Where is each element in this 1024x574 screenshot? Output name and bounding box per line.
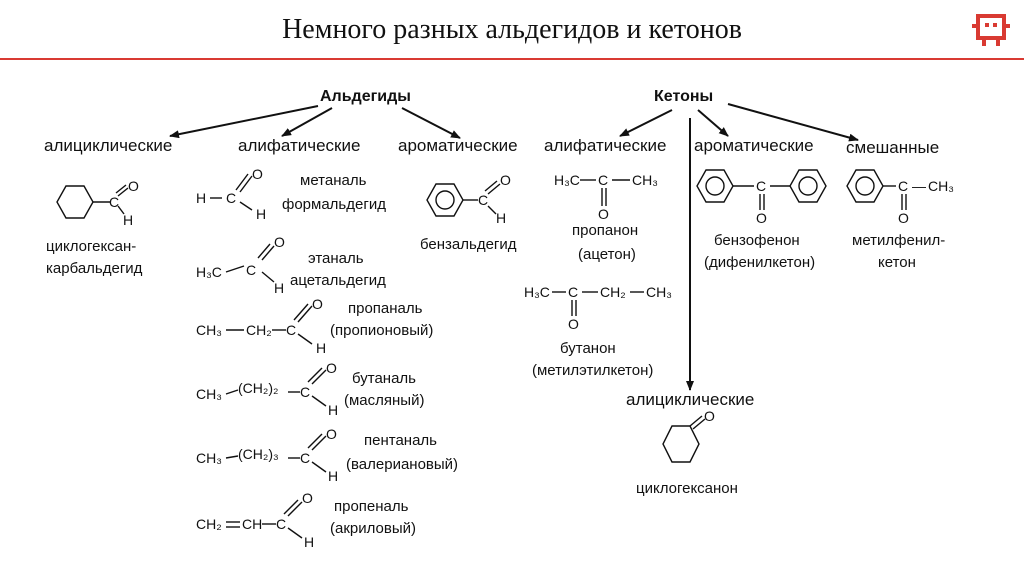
pixel-robot-icon: [972, 14, 1010, 46]
name-diphenylketone: (дифенилкетон): [704, 254, 816, 271]
atom-C: C: [898, 178, 909, 194]
name-ketone: кетон: [878, 254, 916, 271]
name-pentanal: пентаналь: [364, 432, 437, 449]
name-butanal: бутаналь: [352, 370, 416, 387]
atom-C: C: [286, 322, 297, 338]
name-propionic: (пропионовый): [330, 322, 434, 339]
atom-O: O: [598, 206, 609, 222]
atom-O: O: [756, 210, 767, 226]
cyclohexanone-ring: [662, 425, 700, 463]
atom-O: O: [252, 166, 263, 182]
atom-H: H: [304, 534, 315, 550]
name-propanal: пропаналь: [348, 300, 423, 317]
name-cyclohexanecarbaldehyde-2: карбальдегид: [46, 260, 143, 277]
atom-C: C: [226, 190, 237, 206]
benzene-ring-benzophenone-right: [789, 169, 827, 203]
formula-ch2n3: (CH₂)₃: [238, 446, 279, 462]
name-benzaldehyde: бензальдегид: [420, 236, 517, 253]
name-cyclohexanecarbaldehyde-1: циклогексан-: [46, 238, 137, 255]
ket-cat-mixed: смешанные: [846, 138, 940, 157]
arrow-ket-aromatic: [697, 109, 729, 137]
name-acetone: (ацетон): [578, 246, 636, 263]
name-ethanal: этаналь: [308, 250, 364, 267]
formula-ch3: CH₃: [196, 386, 222, 402]
arrow-ald-alicyclic: [169, 105, 319, 139]
ket-cat-aromatic: ароматические: [694, 136, 814, 155]
ald-cat-aromatic: ароматические: [398, 136, 518, 155]
arrow-ket-aliphatic: [619, 109, 673, 137]
atom-CH: CH: [242, 516, 263, 532]
atom-C: C: [478, 192, 489, 208]
formula-ch3: CH₃: [632, 172, 658, 188]
atom-C: C: [300, 384, 311, 400]
atom-O: O: [302, 490, 313, 506]
atom-O: O: [128, 178, 139, 194]
benzene-ring-benzaldehyde: [426, 183, 464, 217]
atom-H: H: [196, 190, 207, 206]
bond-dash: —: [912, 178, 926, 194]
name-acrylic: (акриловый): [330, 520, 417, 537]
cyclohexane-ring: [56, 185, 94, 219]
atom-O: O: [326, 360, 337, 376]
name-valeric: (валериановый): [346, 456, 459, 473]
atom-O: O: [898, 210, 909, 226]
formula-h3c: H₃C: [196, 264, 222, 280]
atom-C: C: [109, 194, 120, 210]
atom-O: O: [704, 408, 715, 424]
formula-ch3: CH₃: [646, 284, 672, 300]
atom-O: O: [500, 172, 511, 188]
name-propenal: пропеналь: [334, 498, 409, 515]
atom-H: H: [328, 402, 339, 418]
formula-h3c: H₃C: [524, 284, 550, 300]
atom-C: C: [246, 262, 257, 278]
atom-O: O: [312, 296, 323, 312]
arrow-ald-aliphatic: [281, 107, 333, 137]
atom-O: O: [326, 426, 337, 442]
atom-C: C: [300, 450, 311, 466]
atom-C: C: [756, 178, 767, 194]
name-butyric: (масляный): [344, 392, 425, 409]
atom-C: C: [598, 172, 609, 188]
atom-H: H: [496, 210, 507, 226]
atom-C: C: [276, 516, 287, 532]
atom-H: H: [256, 206, 267, 222]
name-cyclohexanone: циклогексанон: [636, 480, 738, 497]
name-methanal: метаналь: [300, 172, 367, 189]
atom-C: C: [568, 284, 579, 300]
ald-cat-aliphatic: алифатические: [238, 136, 361, 155]
name-formaldehyde: формальдегид: [282, 196, 386, 213]
formula-h3c: H₃C: [554, 172, 580, 188]
atom-H: H: [316, 340, 327, 356]
ket-cat-alicyclic: алициклические: [626, 390, 755, 409]
ket-cat-aliphatic: алифатические: [544, 136, 667, 155]
atom-H: H: [328, 468, 339, 484]
name-acetaldehyde: ацетальдегид: [290, 272, 386, 289]
formula-ch2n2: (CH₂)₂: [238, 380, 279, 396]
formula-ch2: CH₂: [600, 284, 626, 300]
arrow-ket-mixed: [727, 103, 859, 142]
atom-O: O: [568, 316, 579, 332]
atom-H: H: [123, 212, 134, 228]
name-methylphenyl: метилфенил-: [852, 232, 946, 249]
benzene-ring-benzophenone-left: [696, 169, 734, 203]
atom-H: H: [274, 280, 285, 296]
name-benzophenone: бензофенон: [714, 232, 800, 249]
name-methylethylketone: (метилэтилкетон): [532, 362, 654, 379]
formula-ch3: CH₃: [196, 450, 222, 466]
ketones-heading: Кетоны: [654, 88, 714, 105]
name-propanone: пропанон: [572, 222, 639, 239]
formula-ch2: CH₂: [246, 322, 272, 338]
benzene-ring-acetophenone: [846, 169, 884, 203]
name-butanone: бутанон: [560, 340, 616, 357]
formula-ch3: CH₃: [196, 322, 222, 338]
ald-cat-alicyclic: алициклические: [44, 136, 173, 155]
atom-O: O: [274, 234, 285, 250]
aldehydes-heading: Альдегиды: [320, 88, 411, 105]
arrow-ald-aromatic: [401, 107, 461, 139]
formula-ch2: CH₂: [196, 516, 222, 532]
page-title: Немного разных альдегидов и кетонов: [282, 14, 742, 45]
formula-ch3: CH₃: [928, 178, 954, 194]
title-divider: [0, 58, 1024, 60]
